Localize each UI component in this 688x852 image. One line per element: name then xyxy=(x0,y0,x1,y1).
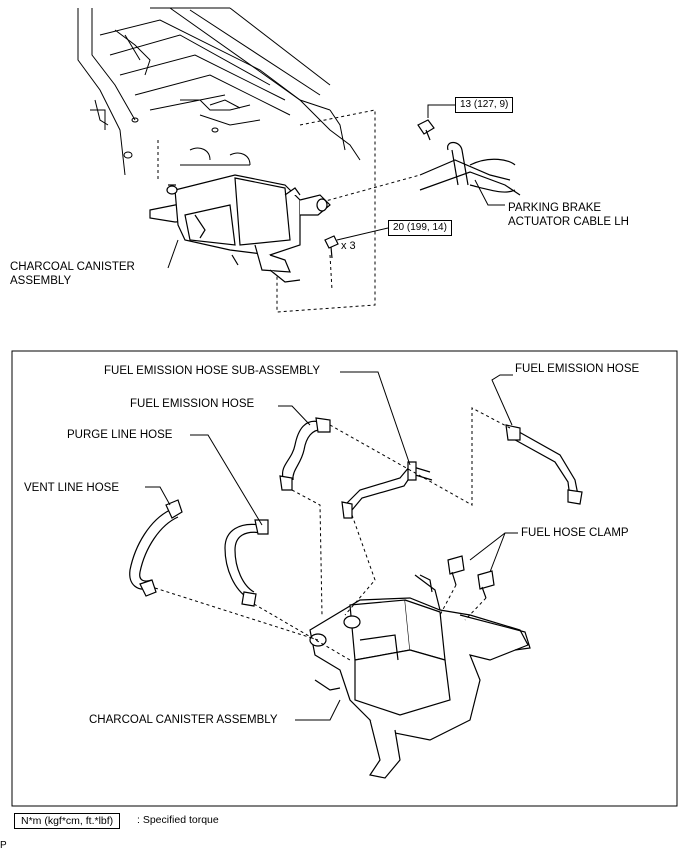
parking-brake-label-1: PARKING BRAKE xyxy=(508,202,602,214)
vent-line-hose-drawing xyxy=(129,499,183,597)
canister-top-label-2: ASSEMBLY xyxy=(10,275,72,287)
fuel-emission-hose-sub-assembly-label: FUEL EMISSION HOSE SUB-ASSEMBLY xyxy=(104,365,320,377)
vent-line-hose-label: VENT LINE HOSE xyxy=(24,482,120,494)
parking-brake-label-2: ACTUATOR CABLE LH xyxy=(508,216,629,228)
torque-unit-legend: N*m (kgf*cm, ft.*lbf) xyxy=(14,813,121,829)
top-guide-lines xyxy=(157,109,421,313)
charcoal-canister-top xyxy=(149,174,331,283)
fuel-emission-hose-sub-assembly-drawing xyxy=(341,461,433,519)
fuel-emission-hose-right-label: FUEL EMISSION HOSE xyxy=(515,363,640,375)
detail-frame xyxy=(11,350,678,807)
purge-line-hose-label: PURGE LINE HOSE xyxy=(67,429,173,441)
fuel-emission-hose-right-drawing xyxy=(505,424,583,505)
purge-line-hose-drawing xyxy=(224,519,269,607)
torque-legend-description: : Specified torque xyxy=(137,814,219,826)
page-marker: P xyxy=(0,840,7,851)
torque-label-bolts: 20 (199, 14) xyxy=(388,220,452,236)
vehicle-underbody-drawing xyxy=(77,7,361,176)
bolt-multiplier: x 3 xyxy=(341,240,356,252)
fuel-hose-clamps-drawing xyxy=(447,555,495,599)
fuel-emission-hose-left-drawing xyxy=(279,417,331,491)
canister-top-label-1: CHARCOAL CANISTER xyxy=(10,261,135,273)
top-leader-lines xyxy=(167,104,505,269)
bolt-20-icon xyxy=(324,235,339,259)
torque-label-bolt: 13 (127, 9) xyxy=(455,97,514,113)
bolt-13-icon xyxy=(417,119,435,141)
fuel-hose-clamp-label: FUEL HOSE CLAMP xyxy=(521,527,629,539)
fuel-emission-hose-left-label: FUEL EMISSION HOSE xyxy=(130,398,255,410)
bottom-guide-lines xyxy=(154,407,511,661)
charcoal-canister-assembly-label: CHARCOAL CANISTER ASSEMBLY xyxy=(89,714,278,726)
parking-brake-cable-drawing xyxy=(419,141,521,196)
bottom-leader-lines xyxy=(145,371,518,721)
charcoal-canister-bottom xyxy=(309,574,531,779)
